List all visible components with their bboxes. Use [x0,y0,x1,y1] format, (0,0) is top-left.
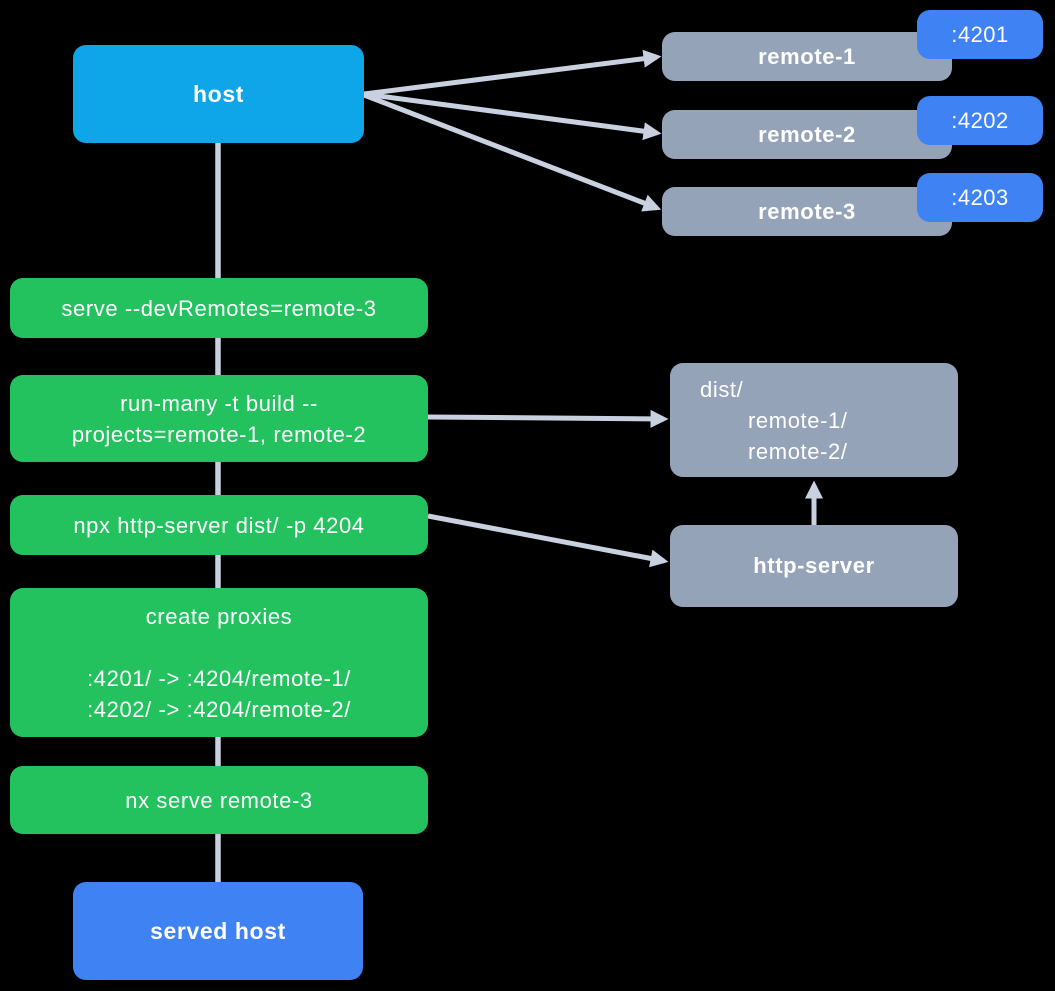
command-npx-http-server: npx http-server dist/ -p 4204 [10,495,428,555]
remote-1-node: remote-1 [662,32,952,81]
command-serve-devremotes: serve --devRemotes=remote-3 [10,278,428,338]
command-run-many-line-2: projects=remote-1, remote-2 [71,421,367,447]
host-node: host [73,45,364,143]
command-nx-serve-remote-3-text: nx serve remote-3 [125,787,313,813]
edge-runmany-dist [427,409,669,428]
remote-1-label: remote-1 [758,43,856,69]
port-badge-4202: :4202 [917,96,1043,145]
dist-remote-2-label: remote-2/ [748,438,848,464]
create-proxies-title: create proxies [145,603,293,629]
port-badge-4201: :4201 [917,10,1043,59]
remote-3-node: remote-3 [662,187,952,236]
served-host-node: served host [73,882,363,980]
command-run-many-line-1: run-many -t build -- [120,390,318,416]
served-host-label: served host [150,917,286,944]
edge-host-remote-3 [363,92,662,212]
port-4201-label: :4201 [951,21,1009,47]
command-serve-devremotes-text: serve --devRemotes=remote-3 [61,295,377,321]
command-create-proxies: create proxies :4201/ -> :4204/remote-1/… [10,588,428,737]
host-label: host [193,80,244,107]
edge-host-remote-1 [363,49,662,97]
remote-2-label: remote-2 [758,121,856,147]
port-4202-label: :4202 [951,107,1009,133]
port-4203-label: :4203 [951,184,1009,210]
dist-root-label: dist/ [700,376,744,402]
command-nx-serve-remote-3: nx serve remote-3 [10,766,428,834]
dist-remote-1-label: remote-1/ [748,407,848,433]
port-badge-4203: :4203 [917,173,1043,222]
remote-2-node: remote-2 [662,110,952,159]
edge-host-remote-2 [363,91,662,141]
proxy-rule-4201: :4201/ -> :4204/remote-1/ [87,665,351,691]
http-server-node: http-server [670,525,958,607]
remote-3-label: remote-3 [758,198,856,224]
http-server-label: http-server [753,553,875,578]
command-npx-http-server-text: npx http-server dist/ -p 4204 [73,512,365,538]
proxy-rule-4202: :4202/ -> :4204/remote-2/ [87,696,351,722]
command-run-many-build: run-many -t build -- projects=remote-1, … [10,375,428,462]
dist-folder-node: dist/ remote-1/ remote-2/ [670,363,958,477]
edge-npx-httpserver [427,513,669,568]
